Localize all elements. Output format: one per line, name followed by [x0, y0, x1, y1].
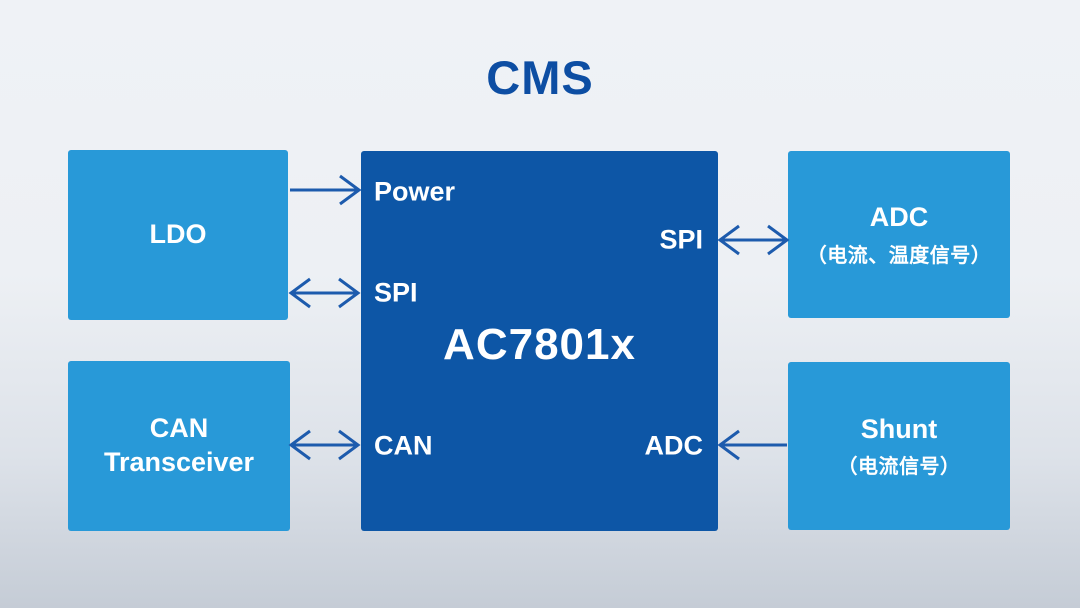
arrow-shunt-to-adc-icon: [717, 429, 787, 461]
chip-port-power: Power: [374, 176, 456, 207]
block-can-transceiver: CAN Transceiver: [68, 361, 290, 531]
arrow-ldo-to-power-icon: [290, 174, 362, 206]
block-ldo: LDO: [68, 150, 288, 320]
arrow-can-bidirectional-icon: [288, 429, 361, 461]
block-ac7801x: Power SPI CAN SPI ADC AC7801x: [361, 151, 718, 531]
chip-port-spi-right: SPI: [659, 224, 703, 255]
page-title: CMS: [486, 51, 594, 104]
block-ldo-label: LDO: [149, 219, 207, 250]
chip-port-can: CAN: [374, 430, 433, 461]
block-can-transceiver-label: CAN Transceiver: [103, 413, 255, 477]
chip-name-label: AC7801x: [443, 320, 636, 369]
block-adc: ADC （电流、温度信号）: [788, 151, 1010, 318]
chip-port-spi-left: SPI: [374, 277, 418, 308]
chip-port-adc: ADC: [644, 430, 704, 461]
block-adc-label: ADC: [869, 202, 929, 233]
block-shunt-label: Shunt: [860, 413, 938, 444]
block-shunt: Shunt （电流信号）: [788, 362, 1010, 530]
block-shunt-sublabel: （电流信号）: [837, 456, 961, 479]
arrow-ldo-spi-bidirectional-icon: [288, 277, 361, 309]
arrow-spi-adc-bidirectional-icon: [717, 224, 790, 256]
block-adc-sublabel: （电流、温度信号）: [806, 244, 992, 267]
